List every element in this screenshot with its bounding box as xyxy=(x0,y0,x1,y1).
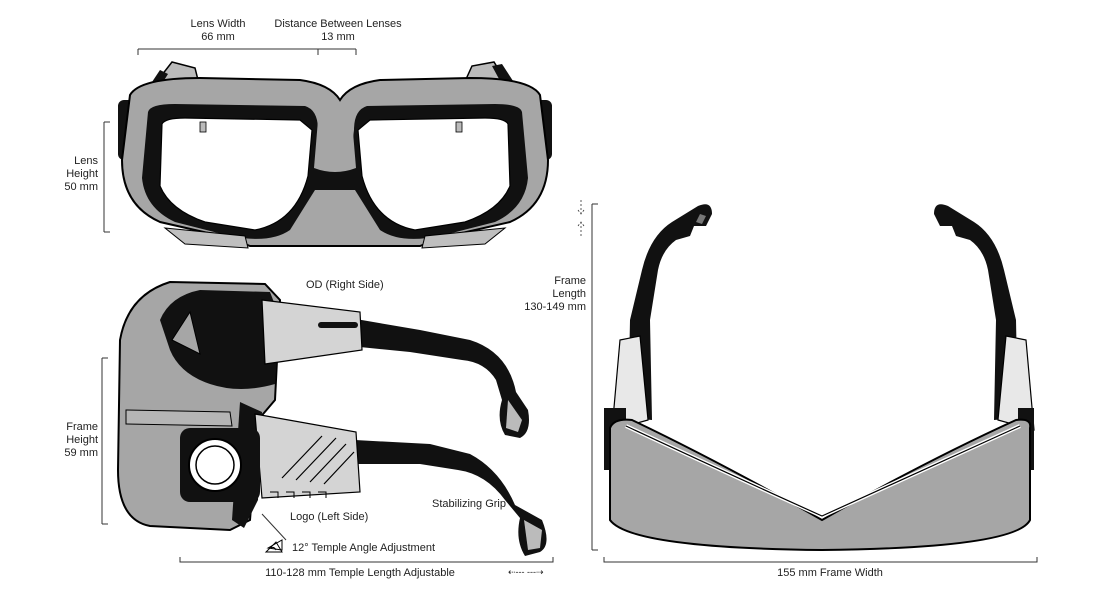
front-view-goggles xyxy=(118,61,552,249)
frame-height-line2: Height xyxy=(66,434,98,446)
lens-width-dimension xyxy=(137,48,319,55)
od-right-side-label: OD (Right Side) xyxy=(306,279,384,291)
temple-length-dimension xyxy=(179,557,554,563)
frame-length-label: Frame Length 130-149 mm xyxy=(520,275,586,314)
frame-height-value: 59 mm xyxy=(64,447,98,459)
top-view-goggles xyxy=(604,204,1035,552)
side-view-goggles xyxy=(116,280,547,556)
distance-between-lenses-label: Distance Between Lenses 13 mm xyxy=(268,18,408,44)
logo-left-side-label: Logo (Left Side) xyxy=(290,511,369,523)
frame-length-value: 130-149 mm xyxy=(524,301,586,313)
lens-width-label: Lens Width 66 mm xyxy=(178,18,258,44)
lens-width-value: 66 mm xyxy=(201,31,235,43)
lens-width-title: Lens Width xyxy=(190,18,246,30)
lens-distance-dimension xyxy=(318,48,357,55)
frame-width-dimension xyxy=(603,557,1038,563)
frame-length-line2: Length xyxy=(552,288,586,300)
lens-height-label: Lens Height 50 mm xyxy=(40,155,98,194)
frame-height-line1: Frame xyxy=(66,421,98,433)
lens-height-line1: Lens xyxy=(74,155,98,167)
frame-width-label: 155 mm Frame Width xyxy=(777,567,883,579)
temple-angle-label: 12° Temple Angle Adjustment xyxy=(292,542,436,554)
frame-length-line1: Frame xyxy=(554,275,586,287)
distance-title: Distance Between Lenses xyxy=(274,18,402,30)
frame-height-dimension xyxy=(101,357,108,525)
temple-angle-icon xyxy=(264,541,283,553)
frame-height-label: Frame Height 59 mm xyxy=(40,421,98,460)
temple-length-label: 110-128 mm Temple Length Adjustable xyxy=(265,567,455,579)
lens-height-value: 50 mm xyxy=(64,181,98,193)
temple-length-arrows: ⇠--- ---⇢ xyxy=(508,567,544,577)
lens-height-line2: Height xyxy=(66,168,98,180)
stabilizing-grip-label: Stabilizing Grip xyxy=(432,498,506,510)
distance-value: 13 mm xyxy=(321,31,355,43)
frame-length-dimension xyxy=(577,200,598,551)
lens-height-dimension xyxy=(103,121,110,233)
